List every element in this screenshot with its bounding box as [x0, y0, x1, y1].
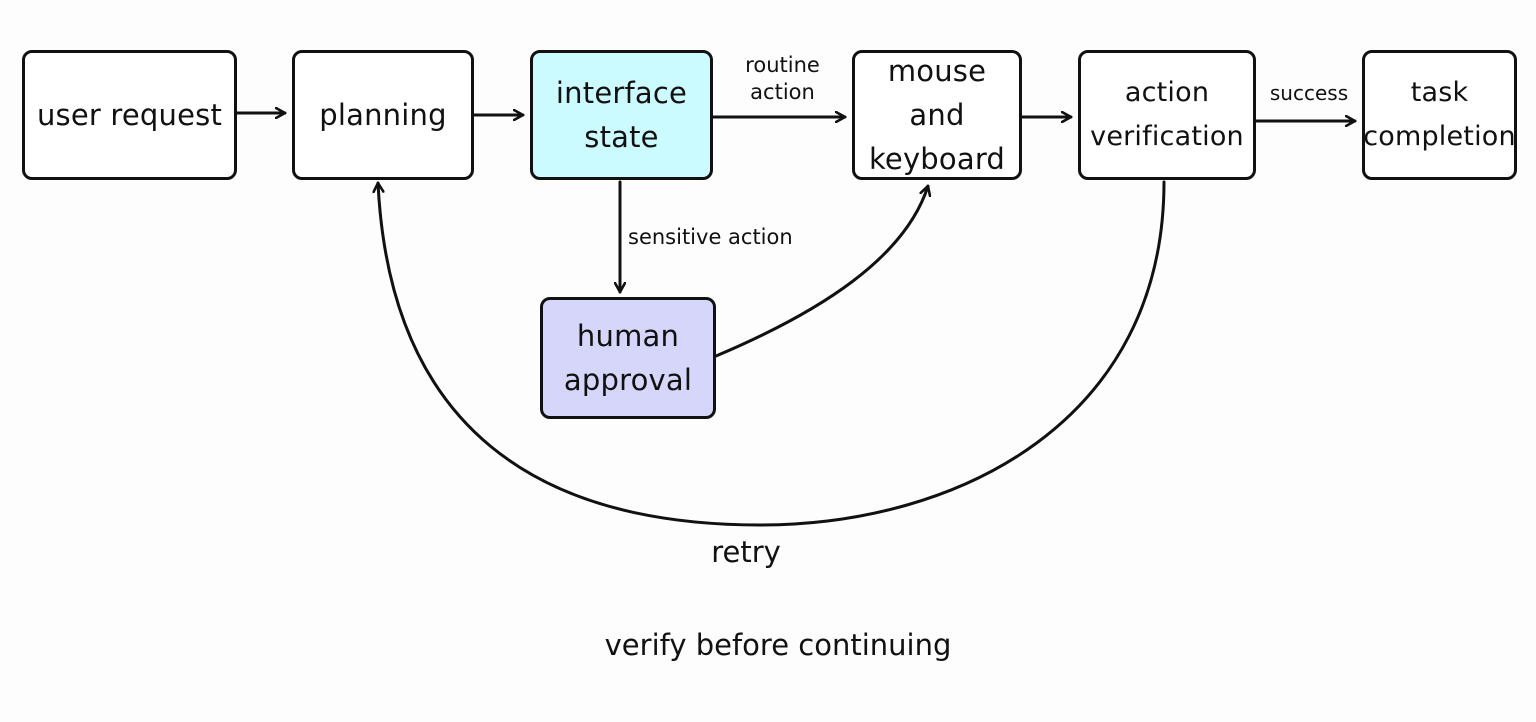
- node-mouse-and-keyboard: mouse and keyboard: [852, 50, 1022, 180]
- edge-label-routine-action: routine action: [745, 53, 820, 104]
- edge-label-sensitive-action: sensitive action: [628, 225, 793, 249]
- edge-label-success: success: [1269, 81, 1349, 105]
- edge-retry-loop: [378, 180, 1166, 527]
- edge-label-retry: retry: [711, 535, 781, 569]
- node-user-request: user request: [22, 50, 237, 180]
- diagram-caption: verify before continuing: [604, 628, 952, 662]
- edge-human-approval-to-mouse-keyboard: [714, 184, 928, 358]
- node-action-verification: action verification: [1078, 50, 1256, 180]
- node-interface-state: interface state: [530, 50, 713, 180]
- node-human-approval: human approval: [540, 297, 716, 419]
- node-planning: planning: [292, 50, 474, 180]
- node-task-completion: task completion: [1362, 50, 1517, 180]
